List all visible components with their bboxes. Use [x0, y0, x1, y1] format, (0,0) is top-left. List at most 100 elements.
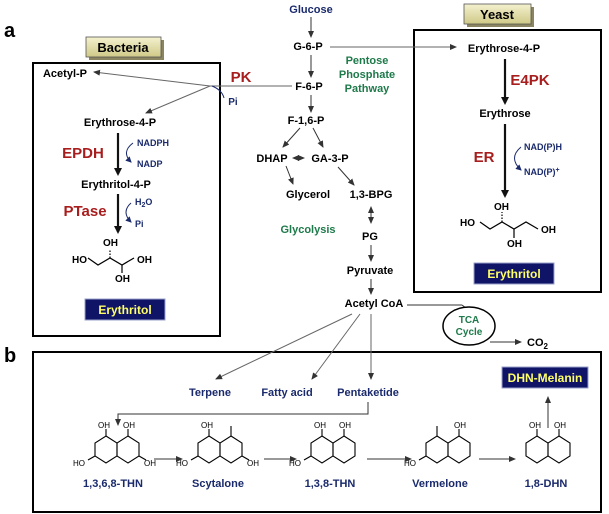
erythritol-box-bacteria: Erythritol [84, 298, 166, 321]
pi-label-bottom: Pi [135, 219, 144, 229]
arrow-acetylcoa-fattyacid [311, 313, 361, 380]
ppp-label-1: Pentose [346, 55, 389, 67]
erythritol-box-yeast: Erythritol [473, 262, 555, 285]
yeast-oh-right-label: OH [541, 225, 556, 236]
epdh-label: EPDH [62, 145, 104, 162]
scytalone-structure [190, 426, 250, 464]
dhn-melanin-box: DHN-Melanin [501, 366, 589, 389]
nadph-yeast-label: NAD(P)H [524, 142, 562, 152]
pg-label: PG [362, 231, 378, 243]
arrow-dhap-glycerol [285, 165, 294, 185]
f16p-label: F-1,6-P [288, 115, 325, 127]
arrow-acetylcoa-terpene [215, 313, 353, 380]
vermelone-label: Vermelone [412, 478, 468, 490]
co2-label: CO2 [527, 337, 549, 351]
yeast-e4p-label: Erythrose-4-P [468, 43, 540, 55]
erythritol-structure-bacteria [87, 249, 135, 273]
glycolysis-label: Glycolysis [280, 224, 335, 236]
nadp-yeast-label: NAD(P)+ [524, 167, 560, 177]
bac-e4p-label: Erythrose-4-P [84, 117, 156, 129]
f6p-label: F-6-P [295, 81, 323, 93]
bac-oh-right-label: OH [137, 255, 152, 266]
scytalone-ho: HO [176, 459, 188, 468]
dhn18-structure [525, 429, 571, 464]
ptase-label: PTase [63, 203, 106, 220]
yeast-box [413, 29, 602, 293]
ery4p-label: Erythritol-4-P [81, 179, 151, 191]
h2o-label: H2O [135, 197, 152, 209]
thn1368-label: 1,3,6,8-THN [83, 478, 143, 490]
thn1368-oh-1: OH [98, 421, 110, 430]
yeast-ho-label: HO [460, 218, 475, 229]
scytalone-oh-2: OH [247, 459, 259, 468]
arrow-f16p-dhap [282, 127, 301, 148]
yeast-oh-bottom-label: OH [507, 239, 522, 250]
bacteria-header: Bacteria [85, 36, 164, 60]
pentaketide-label: Pentaketide [337, 387, 399, 399]
vermelone-oh-1: OH [454, 421, 466, 430]
bacteria-header-label: Bacteria [97, 40, 149, 55]
bpg-label: 1,3-BPG [350, 189, 393, 201]
dhap-label: DHAP [256, 153, 287, 165]
bac-oh-bottom-label: OH [115, 274, 130, 285]
thn138-oh-2: OH [339, 421, 351, 430]
nad-curve [514, 146, 522, 171]
thn1368-oh-3: OH [144, 459, 156, 468]
erythritol-box-bacteria-label: Erythritol [98, 303, 151, 317]
pyruvate-label: Pyruvate [347, 265, 393, 277]
thn1368-ho: HO [73, 459, 85, 468]
panel-label-b: b [4, 345, 16, 367]
nadph-curve [125, 142, 134, 163]
tca-label-2: Cycle [456, 327, 483, 338]
thn138-oh-1: OH [314, 421, 326, 430]
arrow-pentaketide-thn1368 [115, 402, 369, 426]
bac-oh-top-label: OH [103, 238, 118, 249]
erythritol-box-yeast-label: Erythritol [487, 267, 540, 281]
dhn18-oh-1: OH [529, 421, 541, 430]
arrow-pk-acetylp [93, 69, 211, 87]
h2o-curve [125, 202, 132, 223]
yeast-header-label: Yeast [480, 7, 515, 22]
erythritol-structure-yeast [479, 212, 539, 238]
yeast-header: Yeast [463, 3, 534, 27]
bac-ho-label: HO [72, 255, 87, 266]
bacteria-box [32, 62, 221, 337]
vermelone-ho: HO [404, 459, 416, 468]
e4pk-label: E4PK [510, 72, 549, 89]
tca-label-1: TCA [459, 315, 480, 326]
erythrose-label: Erythrose [479, 108, 530, 120]
pi-curve [211, 85, 225, 99]
melanin-box [32, 351, 602, 513]
nadph-label: NADPH [137, 138, 169, 148]
ppp-label-3: Pathway [345, 83, 391, 95]
glycerol-label: Glycerol [286, 189, 330, 201]
g6p-label: G-6-P [293, 41, 322, 53]
pi-label-top: Pi [228, 97, 238, 108]
ga3p-label: GA-3-P [311, 153, 348, 165]
fattyacid-label: Fatty acid [261, 387, 312, 399]
dhn-melanin-label: DHN-Melanin [508, 371, 583, 385]
dhn18-oh-2: OH [554, 421, 566, 430]
thn138-structure [303, 429, 356, 464]
arrow-f16p-ga3p [312, 127, 324, 148]
thn138-ho: HO [289, 459, 301, 468]
tca-cycle-circle [442, 306, 496, 346]
er-label: ER [474, 149, 495, 166]
nadp-label: NADP [137, 159, 163, 169]
vermelone-structure [418, 426, 471, 464]
pk-label: PK [231, 69, 252, 86]
thn1368-structure [87, 429, 147, 464]
glucose-label: Glucose [289, 4, 332, 16]
dhn18-label: 1,8-DHN [525, 478, 568, 490]
acetylp-label: Acetyl-P [43, 68, 87, 80]
ppp-label-2: Phosphate [339, 69, 395, 81]
acetylcoa-label: Acetyl CoA [345, 298, 404, 310]
thn138-label: 1,3,8-THN [305, 478, 356, 490]
scytalone-oh-1: OH [201, 421, 213, 430]
yeast-oh-top-label: OH [494, 202, 509, 213]
panel-label-a: a [4, 20, 16, 42]
arrow-ga3p-bpg [337, 166, 355, 186]
terpene-label: Terpene [189, 387, 231, 399]
thn1368-oh-2: OH [123, 421, 135, 430]
